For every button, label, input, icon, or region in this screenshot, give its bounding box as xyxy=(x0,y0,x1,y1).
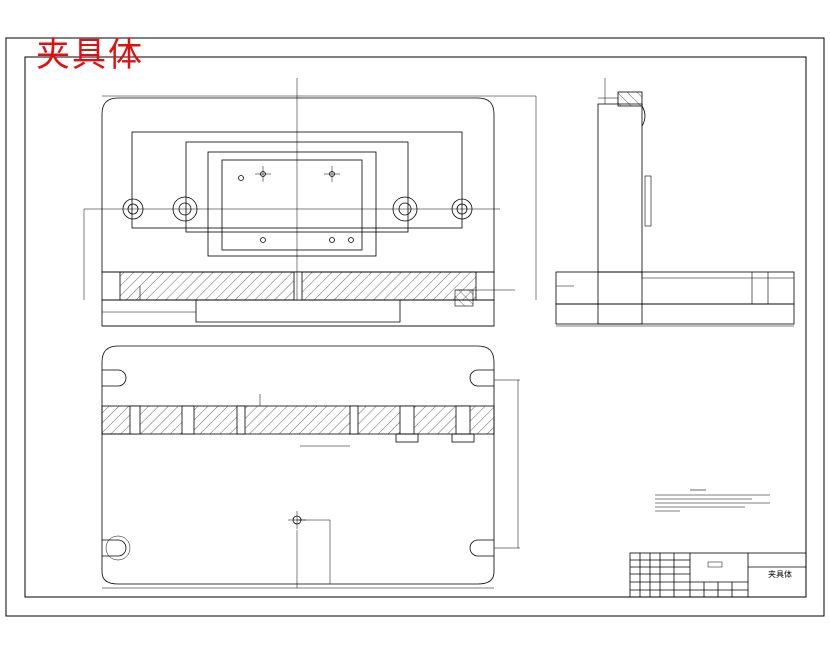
side-view xyxy=(555,78,795,327)
title-block xyxy=(629,552,807,598)
top-view xyxy=(101,345,520,589)
outer-border xyxy=(5,37,825,617)
front-view xyxy=(83,78,537,327)
drawing-title: 夹具体 xyxy=(36,35,144,75)
inner-frame xyxy=(24,56,807,598)
technical-notes xyxy=(655,489,770,512)
title-block-part-name: 夹具体 xyxy=(768,570,792,579)
